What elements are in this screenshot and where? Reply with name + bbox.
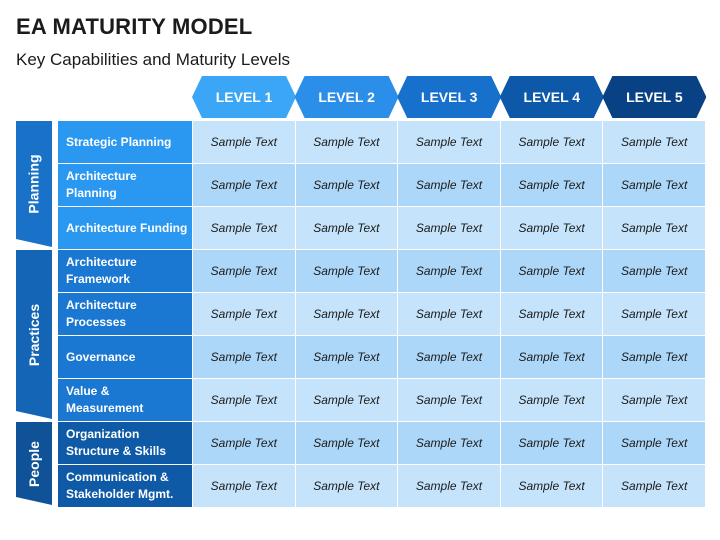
matrix-cell: Sample Text: [295, 164, 398, 206]
capability-label: Governance: [58, 336, 192, 378]
matrix-cell: Sample Text: [193, 164, 295, 206]
matrix-cell: Sample Text: [398, 207, 500, 249]
capability-label: Value & Measurement: [58, 379, 192, 421]
group-label: Practices: [26, 303, 42, 366]
matrix-cell: Sample Text: [398, 379, 500, 421]
matrix-cell: Sample Text: [295, 293, 398, 335]
matrix-cell: Sample Text: [500, 336, 603, 378]
matrix-cell: Sample Text: [603, 207, 705, 249]
matrix-cell: Sample Text: [193, 250, 295, 292]
matrix-cell: Sample Text: [500, 164, 603, 206]
level-header-3: LEVEL 3: [397, 76, 501, 118]
matrix-cell: Sample Text: [500, 293, 603, 335]
group-label: Planning: [26, 154, 42, 214]
level-header-4: LEVEL 4: [500, 76, 604, 118]
matrix-cell: Sample Text: [398, 250, 500, 292]
matrix-cell: Sample Text: [193, 422, 295, 464]
matrix-cell: Sample Text: [500, 121, 603, 163]
level-header-1: LEVEL 1: [192, 76, 296, 118]
matrix-cell: Sample Text: [193, 465, 295, 507]
matrix-cell: Sample Text: [398, 336, 500, 378]
capability-label: Architecture Processes: [58, 293, 192, 335]
capability-label: Architecture Planning: [58, 164, 192, 206]
matrix-cell: Sample Text: [500, 207, 603, 249]
capability-label: Organization Structure & Skills: [58, 422, 192, 464]
matrix-cell: Sample Text: [295, 121, 398, 163]
matrix-cell: Sample Text: [603, 422, 705, 464]
matrix-cell: Sample Text: [193, 379, 295, 421]
level-header-2: LEVEL 2: [295, 76, 399, 118]
matrix-cell: Sample Text: [500, 465, 603, 507]
capability-label: Communication & Stakeholder Mgmt.: [58, 465, 192, 507]
matrix-cell: Sample Text: [398, 121, 500, 163]
matrix-cell: Sample Text: [398, 422, 500, 464]
capability-label: Architecture Funding: [58, 207, 192, 249]
matrix-cell: Sample Text: [295, 422, 398, 464]
matrix-cell: Sample Text: [500, 422, 603, 464]
matrix-cell: Sample Text: [603, 250, 705, 292]
group-label: People: [26, 440, 42, 487]
capability-label: Architecture Framework: [58, 250, 192, 292]
matrix-cell: Sample Text: [295, 250, 398, 292]
matrix-cell: Sample Text: [500, 250, 603, 292]
matrix-cell: Sample Text: [295, 336, 398, 378]
matrix-cell: Sample Text: [398, 293, 500, 335]
group-practices: Practices: [16, 250, 52, 419]
matrix-cell: Sample Text: [398, 164, 500, 206]
matrix-cell: Sample Text: [193, 336, 295, 378]
matrix-cell: Sample Text: [295, 379, 398, 421]
matrix-cell: Sample Text: [603, 164, 705, 206]
matrix-cell: Sample Text: [193, 207, 295, 249]
group-people: People: [16, 422, 52, 505]
matrix-cell: Sample Text: [603, 336, 705, 378]
matrix-cell: Sample Text: [398, 465, 500, 507]
capability-label: Strategic Planning: [58, 121, 192, 163]
page-title: EA MATURITY MODEL: [16, 14, 253, 39]
matrix-cell: Sample Text: [603, 379, 705, 421]
matrix-cell: Sample Text: [603, 293, 705, 335]
level-header-5: LEVEL 5: [602, 76, 706, 118]
matrix-cell: Sample Text: [295, 465, 398, 507]
matrix-cell: Sample Text: [603, 465, 705, 507]
group-planning: Planning: [16, 121, 52, 247]
matrix-cell: Sample Text: [193, 293, 295, 335]
matrix-cell: Sample Text: [603, 121, 705, 163]
page-subtitle: Key Capabilities and Maturity Levels: [16, 50, 291, 69]
matrix-cell: Sample Text: [295, 207, 398, 249]
matrix-cell: Sample Text: [500, 379, 603, 421]
matrix-cell: Sample Text: [193, 121, 295, 163]
